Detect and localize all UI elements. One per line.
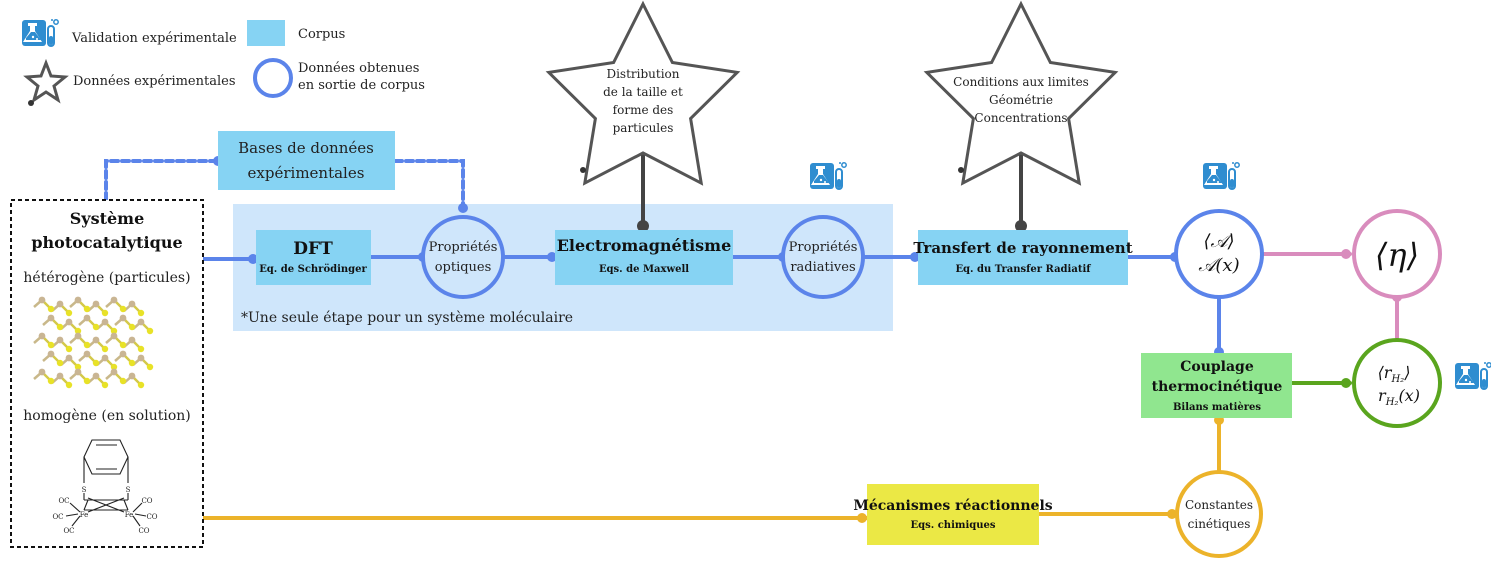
rate-line2: rH₂(x) (1378, 386, 1420, 408)
absorption-line2: 𝒜(x) (1198, 255, 1239, 276)
eta-label: ⟨η⟩ (1375, 236, 1419, 274)
prop-optiques-line2: optiques (435, 260, 492, 275)
constantes-line1: Constantes (1185, 498, 1253, 512)
atom-label-s1: S (82, 486, 87, 494)
mecanismes-sub: Eqs. chimiques (911, 520, 996, 531)
systeme-title2: photocatalytique (31, 233, 182, 252)
dft-sub: Eq. de Schrödinger (259, 264, 367, 275)
star1-line1: Distribution (606, 67, 679, 81)
couplage-box: Couplage thermocinétique Bilans matières (1141, 353, 1292, 418)
electromagnetisme-box: Electromagnétisme Eqs. de Maxwell (555, 230, 733, 285)
rate-line1: ⟨rH₂⟩ (1378, 363, 1411, 385)
legend-donnees-obtenues-line1: Données obtenues (298, 61, 419, 76)
star-distribution: Distribution de la taille et forme des p… (545, 0, 741, 186)
legend-circle-icon (253, 58, 293, 98)
legend-corpus-swatch (247, 20, 285, 46)
legend-flask-icon (21, 18, 60, 47)
constantes-line2: cinétiques (1188, 517, 1251, 531)
absorption-line1: ⟨𝒜⟩ (1203, 231, 1234, 252)
star1-line3: forme des (613, 103, 674, 117)
flask-icon-absorption (1202, 161, 1241, 190)
atom-label-co3: CO (138, 527, 149, 535)
flask-icon-radiatives (809, 161, 848, 190)
legend-corpus-label: Corpus (298, 27, 345, 42)
mecanismes-box: Mécanismes réactionnels Eqs. chimiques (853, 484, 1053, 545)
atom-label-oc2: OC (52, 513, 63, 521)
absorption-circle: ⟨𝒜⟩ 𝒜(x) (1174, 209, 1264, 299)
legend-validation-label: Validation expérimentale (71, 31, 237, 46)
couplage-line1: Couplage (1180, 359, 1254, 375)
dashed-link-systeme-bases (104, 159, 220, 202)
legend-donnees-obtenues-line2: en sortie de corpus (298, 78, 425, 93)
transfert-title: Transfert de rayonnement (913, 239, 1132, 257)
atom-label-co2: CO (146, 513, 157, 521)
star2-line1: Conditions aux limites (953, 75, 1089, 89)
electro-sub: Eqs. de Maxwell (599, 264, 689, 275)
atom-label-co1: CO (141, 497, 152, 505)
flask-icon-rate (1454, 361, 1491, 390)
transfert-box: Transfert de rayonnement Eq. du Transfer… (913, 230, 1133, 285)
prop-radiatives-line2: radiatives (790, 260, 855, 275)
couplage-line2: thermocinétique (1152, 379, 1283, 395)
systeme-hetero: hétérogène (particules) (23, 270, 190, 286)
bases-line2: expérimentales (248, 164, 365, 182)
eta-circle: ⟨η⟩ (1352, 209, 1442, 299)
legend-donnees-exp-label: Données expérimentales (73, 74, 236, 89)
prop-optiques-line1: Propriétés (429, 240, 498, 255)
legend: Validation expérimentale Corpus Données … (21, 18, 425, 106)
star1-line2: de la taille et (603, 85, 683, 99)
proprietes-radiatives-circle: Propriétés radiatives (781, 215, 865, 299)
constantes-circle: Constantes cinétiques (1175, 470, 1263, 558)
atom-label-s2: S (126, 486, 131, 494)
dashed-link-bases-proprietes (393, 159, 465, 210)
connectors (104, 146, 1399, 520)
proprietes-optiques-circle: Propriétés optiques (421, 215, 505, 299)
rate-circle: ⟨rH₂⟩ rH₂(x) (1352, 338, 1442, 428)
systeme-title1: Système (70, 209, 145, 228)
transfert-sub: Eq. du Transfer Radiatif (955, 264, 1091, 275)
legend-star-dot (28, 100, 34, 106)
atom-label-fe1: Fe (80, 511, 89, 519)
dft-box: DFT Eq. de Schrödinger (256, 230, 371, 285)
mecanismes-title: Mécanismes réactionnels (853, 498, 1052, 514)
prop-radiatives-line1: Propriétés (789, 240, 858, 255)
bases-donnees-box: Bases de données expérimentales (218, 131, 395, 190)
star2-line2: Géométrie (989, 93, 1053, 107)
dft-title: DFT (293, 239, 333, 259)
electro-title: Electromagnétisme (557, 236, 732, 255)
star2-line3: Concentrations (974, 111, 1067, 125)
corpus-note: *Une seule étape pour un système molécul… (241, 310, 573, 326)
atom-label-fe2: Fe (125, 511, 134, 519)
systeme-homo: homogène (en solution) (23, 408, 190, 424)
star1-line4: particules (613, 121, 674, 135)
atom-label-oc3: OC (63, 527, 74, 535)
bases-line1: Bases de données (238, 139, 374, 157)
legend-star-icon (23, 58, 69, 104)
molecule-labels: S S Fe Fe OC OC OC CO CO CO (52, 486, 157, 535)
atom-label-oc1: OC (58, 497, 69, 505)
star-conditions: Conditions aux limites Géométrie Concent… (923, 0, 1119, 186)
couplage-sub: Bilans matières (1173, 402, 1261, 413)
crystal-lattice-image (33, 296, 154, 389)
molecule-image (65, 439, 147, 527)
